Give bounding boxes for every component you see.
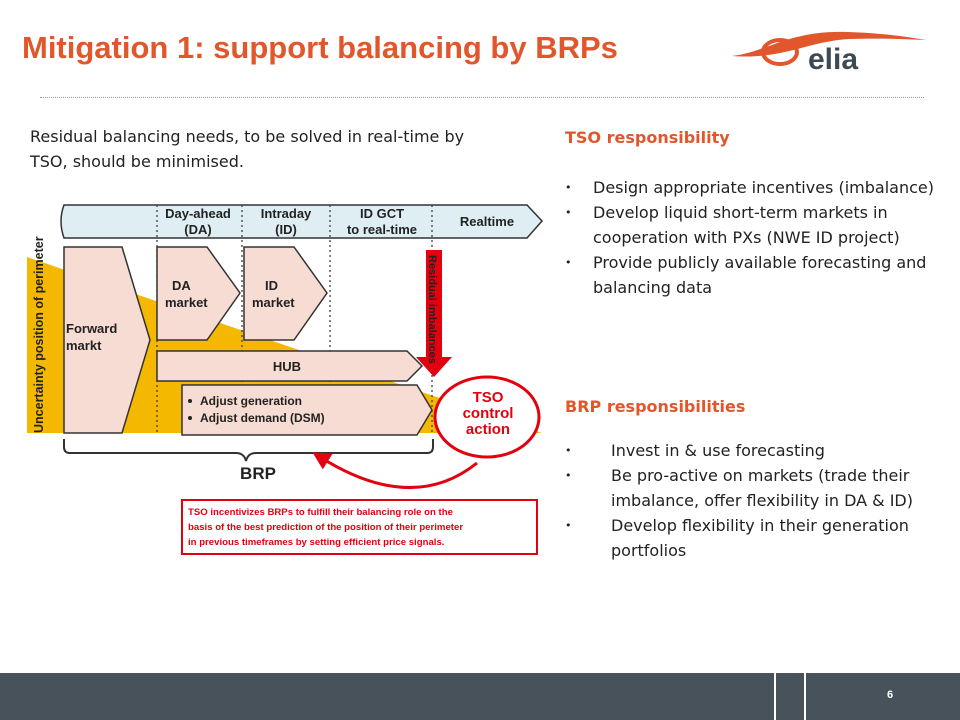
adjust-shape xyxy=(181,384,433,436)
timeline-gct-sub: to real-time xyxy=(347,222,417,237)
logo-ring xyxy=(761,38,799,66)
incentive-note-line-3: in previous timeframes by setting effici… xyxy=(188,537,444,548)
hub-label: HUB xyxy=(273,359,301,374)
list-item: •Design appropriate incentives (imbalanc… xyxy=(565,175,945,200)
tso-responsibility-heading: TSO responsibility xyxy=(565,128,730,147)
incentive-note-line-2: basis of the best prediction of the posi… xyxy=(188,522,463,533)
footer-bar: 6 xyxy=(0,673,960,720)
list-item: •Develop liquid short-term markets in co… xyxy=(565,200,945,250)
forward-market-sub: markt xyxy=(66,338,102,353)
da-market-label: DA xyxy=(172,278,191,293)
footer-separator xyxy=(774,673,776,720)
timeline-id-label: Intraday xyxy=(261,206,312,221)
adjust-generation-label: Adjust generation xyxy=(200,394,302,408)
da-market-sub: market xyxy=(165,295,208,310)
list-item: •Be pro-active on markets (trade their i… xyxy=(565,463,945,513)
brp-label: BRP xyxy=(240,464,276,483)
feedback-arrow xyxy=(312,452,478,489)
timeline-gct-label: ID GCT xyxy=(360,206,404,221)
logo-swoosh xyxy=(732,31,926,57)
bullet-icon: • xyxy=(565,206,572,219)
page-number: 6 xyxy=(886,689,894,701)
residual-imbalances-label: Residual imbalances xyxy=(426,255,438,364)
balancing-diagram: Day-ahead (DA) Intraday (ID) ID GCT to r… xyxy=(27,204,544,555)
list-item: •Provide publicly available forecasting … xyxy=(565,250,945,300)
da-market-shape xyxy=(156,246,241,341)
bullet-icon: • xyxy=(565,181,572,194)
brp-responsibilities-list: •Invest in & use forecasting •Be pro-act… xyxy=(565,438,945,563)
bullet-icon: • xyxy=(565,519,572,532)
tso-responsibility-panel: TSO responsibility •Design appropriate i… xyxy=(565,128,945,300)
tso-responsibility-list: •Design appropriate incentives (imbalanc… xyxy=(565,175,945,300)
title-divider xyxy=(40,97,924,98)
adjust-demand-label: Adjust demand (DSM) xyxy=(200,411,325,425)
id-market-shape xyxy=(243,246,328,341)
logo-text: elia xyxy=(808,43,858,76)
footer-separator xyxy=(804,673,806,720)
list-item: •Develop flexibility in their generation… xyxy=(565,513,945,563)
uncertainty-label: Uncertainty position of perimeter xyxy=(32,236,46,433)
forward-market-shape xyxy=(63,246,151,434)
tso-control-label-3: action xyxy=(466,421,510,438)
tso-control-circle xyxy=(433,375,541,459)
adjust-bullet-1 xyxy=(188,399,192,403)
timeline-da-label: Day-ahead xyxy=(165,206,231,221)
bullet-icon: • xyxy=(565,444,572,457)
forward-market-label: Forward xyxy=(66,321,117,336)
tso-control-label-1: TSO xyxy=(473,389,504,406)
brp-bracket xyxy=(63,439,434,462)
brp-responsibilities-panel: BRP responsibilities •Invest in & use fo… xyxy=(565,397,945,563)
elia-logo: elia xyxy=(732,31,926,76)
bullet-icon: • xyxy=(565,256,572,269)
timeline-da-abbr: (DA) xyxy=(184,222,211,237)
incentive-note-line-1: TSO incentivizes BRPs to fulfill their b… xyxy=(188,507,453,518)
hub-shape xyxy=(156,350,424,382)
adjust-bullet-2 xyxy=(188,416,192,420)
timeline-id-abbr: (ID) xyxy=(275,222,297,237)
intro-text: Residual balancing needs, to be solved i… xyxy=(30,127,465,171)
tso-control-label-2: control xyxy=(463,405,514,422)
id-market-sub: market xyxy=(252,295,295,310)
brp-responsibilities-heading: BRP responsibilities xyxy=(565,397,746,416)
id-market-label: ID xyxy=(265,278,278,293)
timeline-realtime-label: Realtime xyxy=(460,214,514,229)
timeline-arrow xyxy=(60,204,544,239)
bullet-icon: • xyxy=(565,469,572,482)
residual-imbalances-arrow xyxy=(416,250,452,377)
incentive-note-box xyxy=(181,499,538,555)
slide-title: Mitigation 1: support balancing by BRPs xyxy=(22,30,618,65)
list-item: •Invest in & use forecasting xyxy=(565,438,945,463)
